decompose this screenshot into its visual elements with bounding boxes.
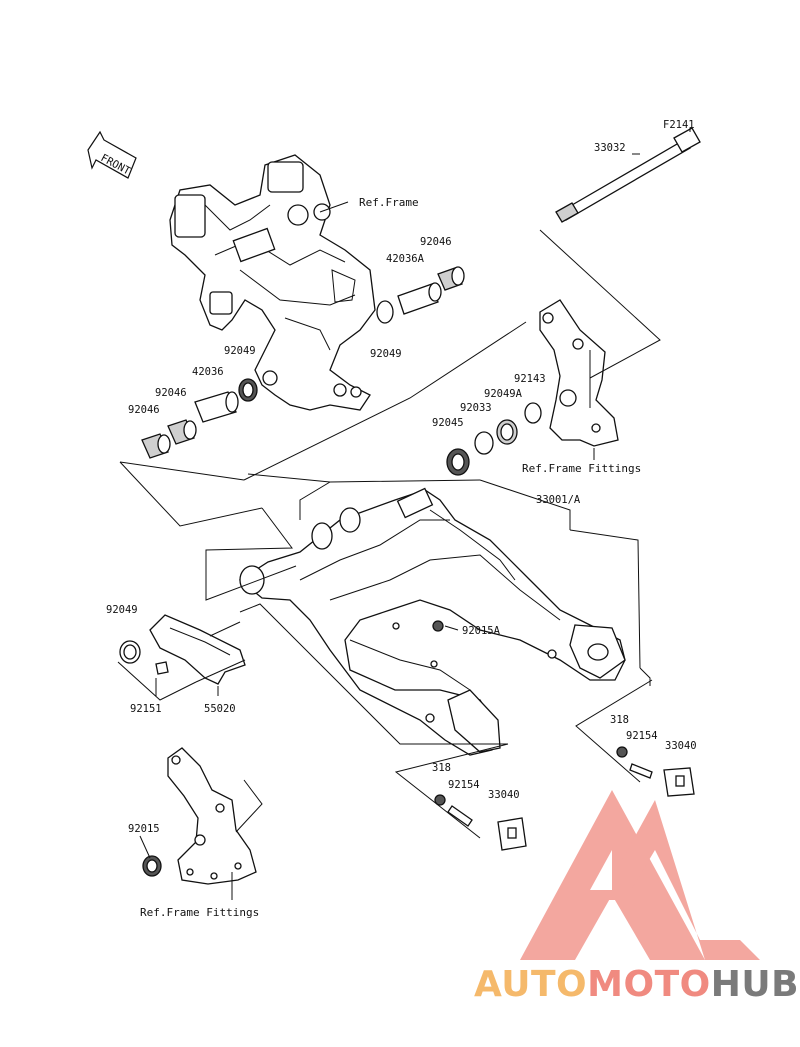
label-92049-mid: 92049 — [370, 348, 402, 360]
frame-drawing — [169, 154, 376, 411]
label-92049-low: 92049 — [106, 604, 138, 616]
label-92151: 92151 — [130, 703, 162, 715]
right-bearing-stack — [446, 402, 542, 476]
frame-fitting-top — [539, 299, 619, 447]
watermark-moto: MOTO — [587, 964, 711, 1005]
label-92046-a: 92046 — [155, 387, 187, 399]
watermark-text: AUTOMOTOHUB — [474, 964, 799, 1005]
label-55020: 55020 — [204, 703, 236, 715]
ref-frame-fittings-top: Ref.Frame Fittings — [522, 462, 641, 475]
label-92015: 92015 — [128, 823, 160, 835]
leader-lines — [117, 128, 691, 900]
watermark-auto: AUTO — [474, 964, 587, 1005]
label-92049-left: 92049 — [224, 345, 256, 357]
watermark-hub: HUB — [711, 964, 799, 1005]
ref-frame-fittings-bottom: Ref.Frame Fittings — [140, 906, 259, 919]
label-92045: 92045 — [432, 417, 464, 429]
label-33001A: 33001/A — [536, 494, 581, 506]
logo-left-peak — [520, 790, 705, 960]
label-92154-left: 92154 — [448, 779, 480, 791]
label-318-right: 318 — [610, 714, 629, 726]
swingarm — [238, 487, 626, 756]
front-arrow: FRONT — [87, 130, 137, 179]
upper-bearing-stack — [376, 266, 465, 324]
label-92154-right: 92154 — [626, 730, 658, 742]
ref-frame-label: Ref.Frame — [359, 196, 419, 209]
label-92049A: 92049A — [484, 388, 523, 400]
label-92015A: 92015A — [462, 625, 501, 637]
figure-id: F2141 — [663, 119, 695, 131]
label-92033: 92033 — [460, 402, 492, 414]
label-318-left: 318 — [432, 762, 451, 774]
pivot-axle — [555, 127, 701, 223]
watermark-logo — [520, 790, 760, 960]
label-42036: 42036 — [192, 366, 224, 378]
label-92046-b: 92046 — [128, 404, 160, 416]
chain-slider — [119, 614, 246, 685]
label-92046-top: 92046 — [420, 236, 452, 248]
label-42036A: 42036A — [386, 253, 425, 265]
chain-adjuster-parts — [434, 746, 695, 851]
label-33032: 33032 — [594, 142, 626, 154]
label-33040-right: 33040 — [665, 740, 697, 752]
frame-fitting-bottom — [142, 747, 257, 885]
logo-inner — [590, 850, 612, 890]
left-bearing-stack — [141, 378, 258, 459]
label-33040-left: 33040 — [488, 789, 520, 801]
label-92143: 92143 — [514, 373, 546, 385]
logo-right-peak — [600, 800, 760, 960]
